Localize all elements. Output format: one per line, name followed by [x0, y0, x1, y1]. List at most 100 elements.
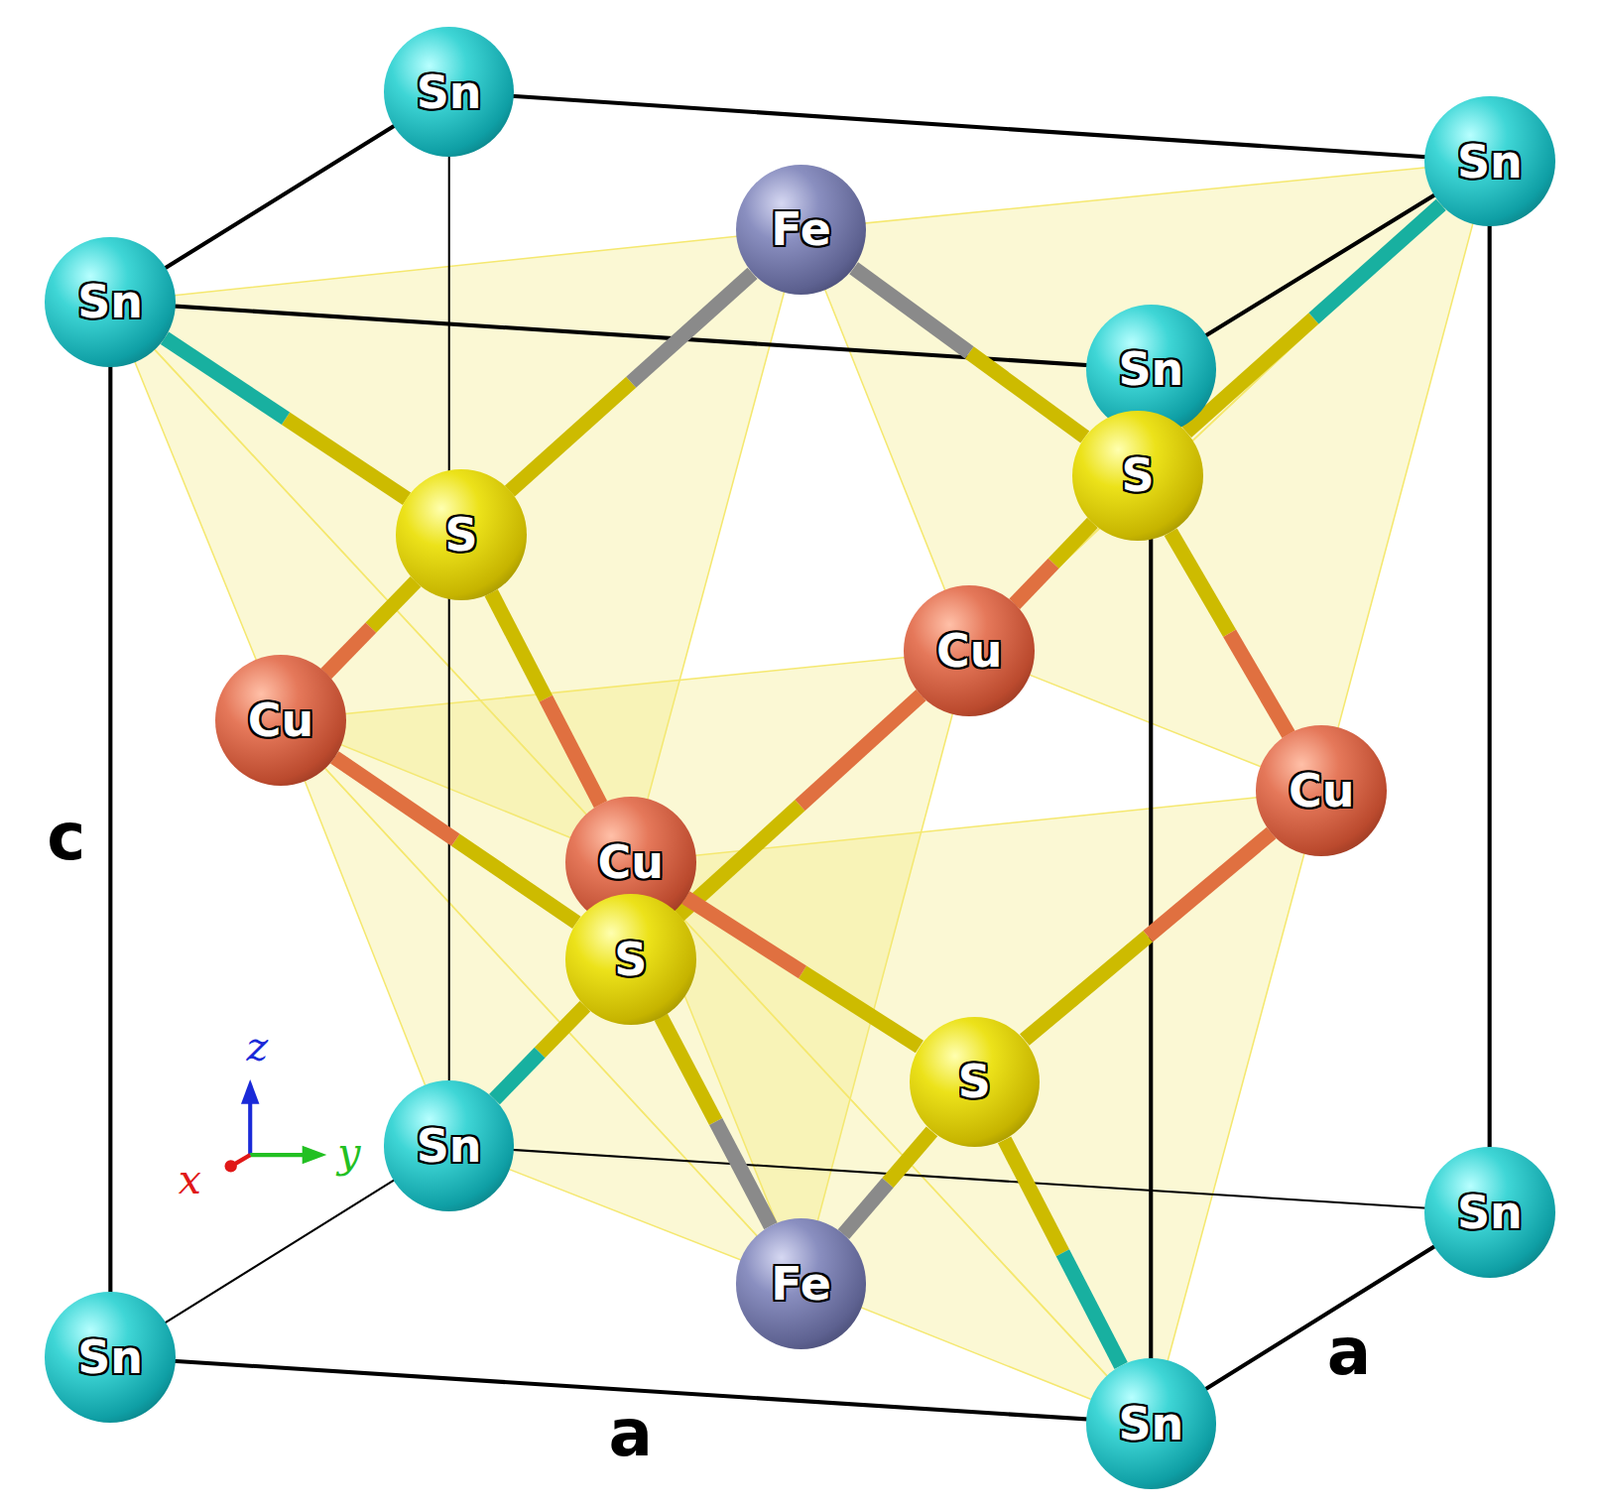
chemical-bond [1170, 531, 1289, 735]
element-symbol: Sn [1457, 1185, 1523, 1239]
cell-edges [110, 92, 1489, 1424]
bond-half [1004, 1139, 1064, 1253]
chemical-bond [1024, 833, 1272, 1041]
element-symbol: Cu [247, 693, 315, 747]
atom-sphere: Sn [44, 237, 176, 369]
bond-half [1147, 833, 1271, 937]
z-arrowhead [241, 1079, 260, 1105]
element-symbol: S [958, 1054, 991, 1108]
bond-half [370, 581, 416, 627]
atom-sphere: S [909, 1016, 1041, 1148]
tetra-face [630, 790, 1322, 1424]
bond-half [455, 840, 577, 923]
atom-sphere: Sn [383, 1080, 515, 1212]
dimension-label: a [1327, 1319, 1371, 1385]
bond-half [164, 338, 286, 419]
chemical-bond [1186, 204, 1442, 432]
bond-half [887, 1130, 933, 1183]
cell-edge [108, 301, 113, 1356]
bond-half [969, 352, 1086, 437]
atom-sphere: Sn [1086, 1357, 1218, 1489]
chemical-bond [854, 267, 1086, 437]
atom-sphere: S [395, 469, 527, 601]
atom-sphere: Sn [1424, 1146, 1556, 1278]
element-symbol: Cu [1288, 763, 1355, 818]
chemical-bond [494, 1005, 586, 1100]
bond-half [843, 1182, 888, 1234]
cell-edge [110, 301, 1151, 370]
bond-half [1313, 204, 1441, 319]
axis-label: z [246, 1026, 268, 1068]
axes-symbol [225, 1079, 328, 1173]
element-symbol: Sn [1117, 1396, 1184, 1451]
chemical-bond [1004, 1139, 1122, 1366]
x-arrowhead [225, 1159, 238, 1172]
element-symbol: S [444, 507, 478, 562]
element-symbol: Sn [416, 65, 483, 120]
element-symbol: Fe [770, 202, 832, 256]
atom-sphere: Fe [736, 164, 867, 296]
chemical-bond [678, 695, 921, 916]
y-arrowhead [302, 1145, 328, 1165]
element-symbol: Sn [1457, 134, 1523, 189]
atom-sphere: Sn [44, 1291, 176, 1423]
element-symbol: Cu [936, 623, 1003, 678]
bond-half [1062, 1252, 1121, 1366]
chemical-bond [509, 272, 753, 492]
z-axis [247, 1102, 252, 1155]
element-symbol: Sn [416, 1118, 483, 1173]
dimension-label: c [46, 804, 86, 870]
chemical-bond [334, 756, 577, 923]
bond-half [660, 1016, 716, 1121]
cell-edge [449, 92, 1490, 162]
atom-sphere: Sn [383, 26, 515, 158]
bond-half [1053, 522, 1093, 564]
element-symbol: Sn [1117, 342, 1184, 396]
bond-half [1024, 936, 1148, 1040]
cell-edge [1487, 160, 1492, 1212]
bond-half [799, 695, 921, 806]
chemical-bond [843, 1130, 932, 1234]
chemical-bond [491, 593, 601, 805]
bond-half [802, 972, 920, 1047]
atom-sphere: S [1072, 410, 1204, 542]
element-symbol: Cu [597, 835, 664, 889]
dimension-label: a [609, 1400, 653, 1467]
bond-half [509, 381, 631, 492]
axis-label: y [337, 1132, 361, 1174]
element-symbol: S [1120, 448, 1154, 502]
chemical-bond [660, 1016, 771, 1227]
atom-sphere: S [565, 893, 697, 1025]
tetrahedra [110, 160, 1489, 1423]
atom-sphere: Fe [736, 1218, 867, 1350]
bond-half [1014, 563, 1054, 605]
tetra-face [969, 160, 1489, 790]
element-symbol: Fe [770, 1256, 832, 1311]
cell-edge [448, 92, 451, 1146]
bond-half [334, 756, 456, 840]
bond-half [685, 897, 803, 973]
bond-half [539, 1005, 586, 1053]
bond-half [1170, 531, 1230, 633]
atom-sphere: Cu [903, 585, 1035, 717]
chemical-bond [164, 338, 407, 499]
bond-half [285, 418, 407, 499]
y-axis [249, 1152, 305, 1157]
element-symbol: Sn [77, 1330, 143, 1384]
chemical-bond [685, 897, 920, 1047]
atom-sphere: Cu [1255, 725, 1387, 857]
bond-half [545, 698, 601, 805]
element-symbol: S [614, 932, 647, 986]
chemical-bond [1014, 522, 1094, 605]
bond-half [1230, 632, 1289, 735]
bond-half [326, 627, 371, 674]
bond-half [494, 1052, 541, 1100]
chemical-bond [326, 581, 416, 674]
atom-sphere: Cu [215, 654, 347, 786]
bond-half [491, 593, 546, 700]
element-symbol: Sn [77, 274, 143, 329]
cell-edge [449, 1145, 1490, 1213]
tetra-face [630, 861, 1151, 1424]
bond-half [716, 1121, 771, 1227]
bond-half [630, 272, 752, 382]
